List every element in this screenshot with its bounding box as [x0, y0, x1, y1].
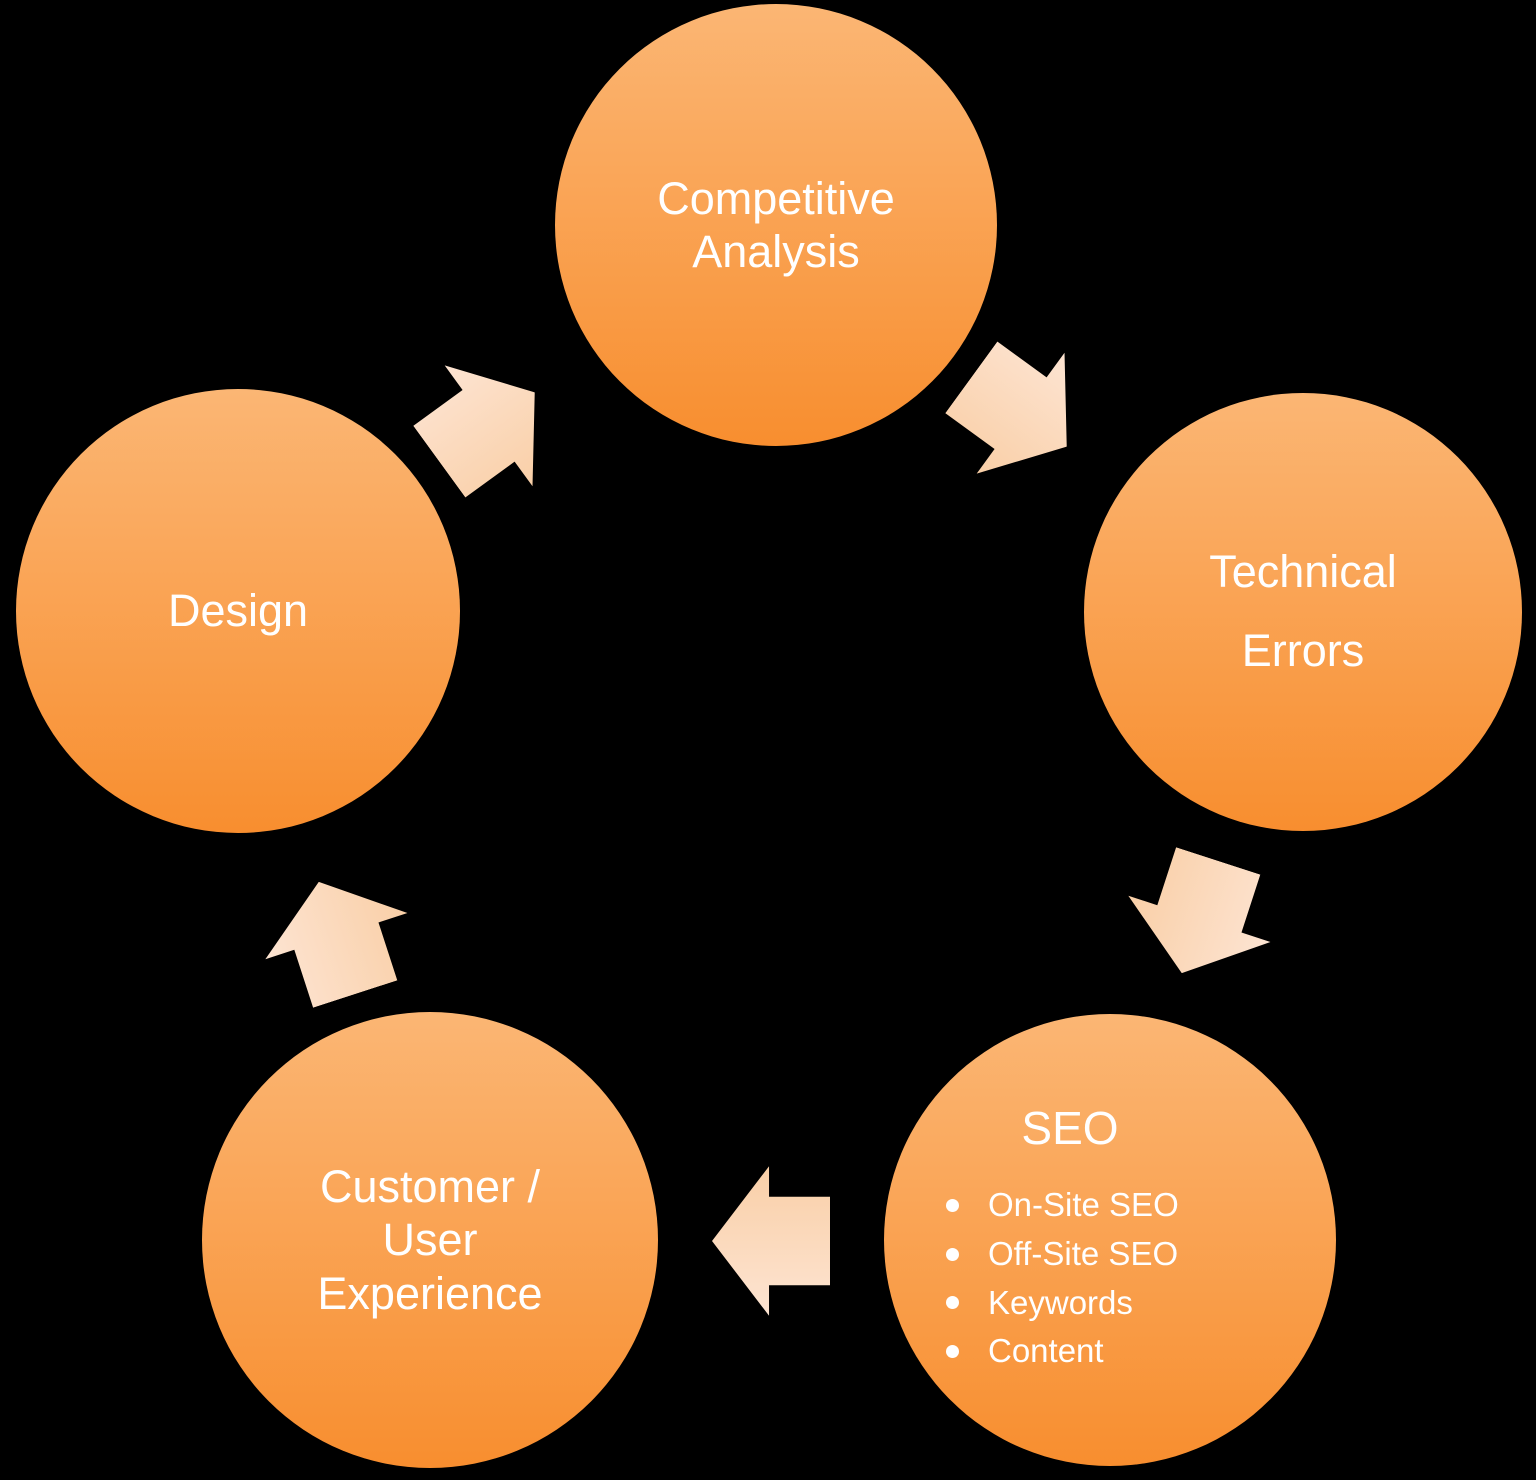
node-customer-user-experience: Customer / User Experience: [202, 1012, 658, 1468]
bullet-icon: [946, 1345, 959, 1359]
bullet-icon: [946, 1198, 959, 1212]
bullet-text: On-Site SEO: [988, 1185, 1179, 1223]
node-label-line: Customer /: [319, 1161, 541, 1213]
node-label-line: Competitive: [657, 172, 895, 224]
bullet-icon: [946, 1296, 959, 1310]
node-seo: SEO On-Site SEO Off-Site SEO Keywords Co…: [884, 1014, 1336, 1466]
bullet-icon: [946, 1247, 959, 1261]
list-item: Off-Site SEO: [946, 1230, 1194, 1279]
bullet-text: Keywords: [988, 1283, 1133, 1321]
list-item: Keywords: [946, 1279, 1194, 1328]
node-design: Design: [16, 389, 460, 833]
arrow-customer-user-experience-to-design-icon: [246, 858, 427, 1017]
seo-bullet-list: On-Site SEO Off-Site SEO Keywords Conten…: [946, 1181, 1194, 1376]
seo-title: SEO: [1021, 1102, 1119, 1154]
bullet-text: Content: [988, 1332, 1104, 1370]
bullet-text: Off-Site SEO: [988, 1234, 1179, 1272]
node-label-line: Errors: [1241, 625, 1365, 676]
node-label-line: Analysis: [692, 226, 860, 277]
seo-content: SEO On-Site SEO Off-Site SEO Keywords Co…: [946, 1102, 1194, 1376]
node-label-line: Experience: [317, 1267, 543, 1319]
node-label-line: Technical: [1209, 546, 1397, 598]
node-technical-errors: Technical Errors: [1084, 393, 1522, 831]
node-competitive-analysis: Competitive Analysis: [555, 4, 997, 446]
arrow-technical-errors-to-seo-icon: [1109, 837, 1290, 996]
arrow-seo-to-customer-user-experience-icon: [712, 1165, 830, 1317]
list-item: On-Site SEO: [946, 1181, 1194, 1230]
node-label-line: User: [382, 1214, 478, 1266]
node-label-line: Design: [167, 585, 309, 637]
list-item: Content: [946, 1327, 1194, 1376]
